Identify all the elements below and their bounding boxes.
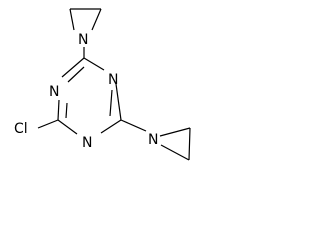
bond <box>65 102 68 119</box>
bond <box>188 127 191 161</box>
bond <box>115 83 122 121</box>
aziridine-ring-top <box>69 8 102 31</box>
triazine-ring <box>57 57 122 135</box>
bond <box>67 66 85 83</box>
bond <box>91 8 102 31</box>
bond <box>69 8 75 31</box>
molecule-diagram: N N N N Cl N <box>14 8 191 161</box>
atom-label-chlorine: Cl <box>14 121 28 137</box>
aziridine-ring-right <box>159 127 191 161</box>
bond <box>159 127 191 137</box>
atom-label-n-aziridine-right: N <box>148 132 158 148</box>
atom-label-n-aziridine-top: N <box>78 32 88 48</box>
bond <box>100 119 122 134</box>
bond <box>57 119 78 135</box>
bond <box>83 57 105 71</box>
atom-label-n-ring: N <box>108 72 118 88</box>
bond <box>160 144 190 161</box>
atom-label-n-ring: N <box>82 135 92 151</box>
bond-ring-to-aziridine <box>120 119 147 132</box>
bond <box>57 99 60 121</box>
bond <box>109 89 113 117</box>
atom-label-n-ring: N <box>49 84 59 100</box>
bond-to-chlorine <box>37 119 59 129</box>
bond <box>61 57 85 78</box>
